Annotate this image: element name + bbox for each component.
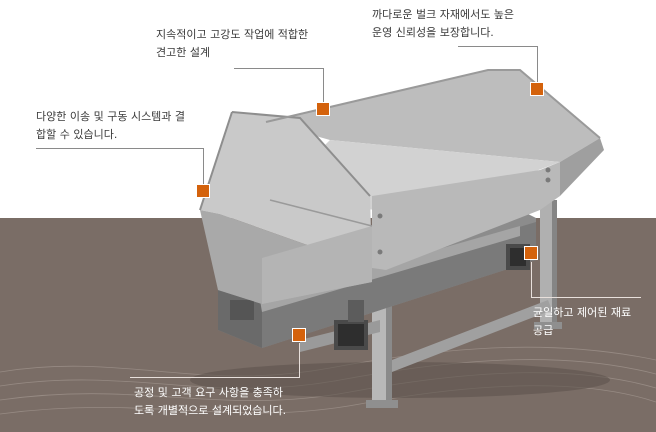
callout-custom-line-1: 공정 및 고객 요구 사항을 충족하 <box>134 386 284 399</box>
callout-drives: 다양한 이송 및 구동 시스템과 결 합할 수 있습니다. <box>36 108 185 144</box>
leader-line-reliability-h <box>458 46 538 47</box>
callout-reliability-line-1: 까다로운 벌크 자재에서도 높은 <box>372 8 515 21</box>
leader-line-custom-v <box>299 343 300 377</box>
leader-line-feeding-h <box>531 297 641 298</box>
callout-design: 지속적이고 고강도 작업에 적합한 견고한 설계 <box>156 26 308 62</box>
leader-line-drives-v <box>203 148 204 184</box>
leader-line-feeding-v <box>531 262 532 298</box>
callout-custom-line-2: 도록 개별적으로 설계되었습니다. <box>134 404 287 417</box>
callout-reliability: 까다로운 벌크 자재에서도 높은 운영 신뢰성을 보장합니다. <box>372 6 514 42</box>
callout-feeding-line-2: 공급 <box>533 324 554 337</box>
leader-line-custom-h <box>130 377 300 378</box>
callout-feeding-line-1: 균일하고 제어된 재료 <box>533 306 632 319</box>
callout-design-line-2: 견고한 설계 <box>156 46 211 59</box>
feature-marker-custom[interactable] <box>292 328 306 342</box>
feature-marker-reliability[interactable] <box>530 82 544 96</box>
hopper-body <box>199 69 604 304</box>
callout-custom: 공정 및 고객 요구 사항을 충족하 도록 개별적으로 설계되었습니다. <box>134 384 286 420</box>
callout-drives-line-2: 합할 수 있습니다. <box>36 128 118 141</box>
leader-line-drives-h <box>36 148 204 149</box>
machine-shadow <box>190 362 610 398</box>
leader-line-design-h <box>234 68 324 69</box>
callout-design-line-1: 지속적이고 고강도 작업에 적합한 <box>156 28 309 41</box>
feature-marker-design[interactable] <box>316 102 330 116</box>
leader-line-reliability-v <box>537 46 538 82</box>
callout-reliability-line-2: 운영 신뢰성을 보장합니다. <box>372 26 494 39</box>
feature-marker-drives[interactable] <box>196 184 210 198</box>
callout-feeding: 균일하고 제어된 재료 공급 <box>533 304 631 340</box>
callout-drives-line-1: 다양한 이송 및 구동 시스템과 결 <box>36 110 186 123</box>
feature-marker-feeding[interactable] <box>524 246 538 260</box>
leader-line-design-v <box>323 68 324 102</box>
